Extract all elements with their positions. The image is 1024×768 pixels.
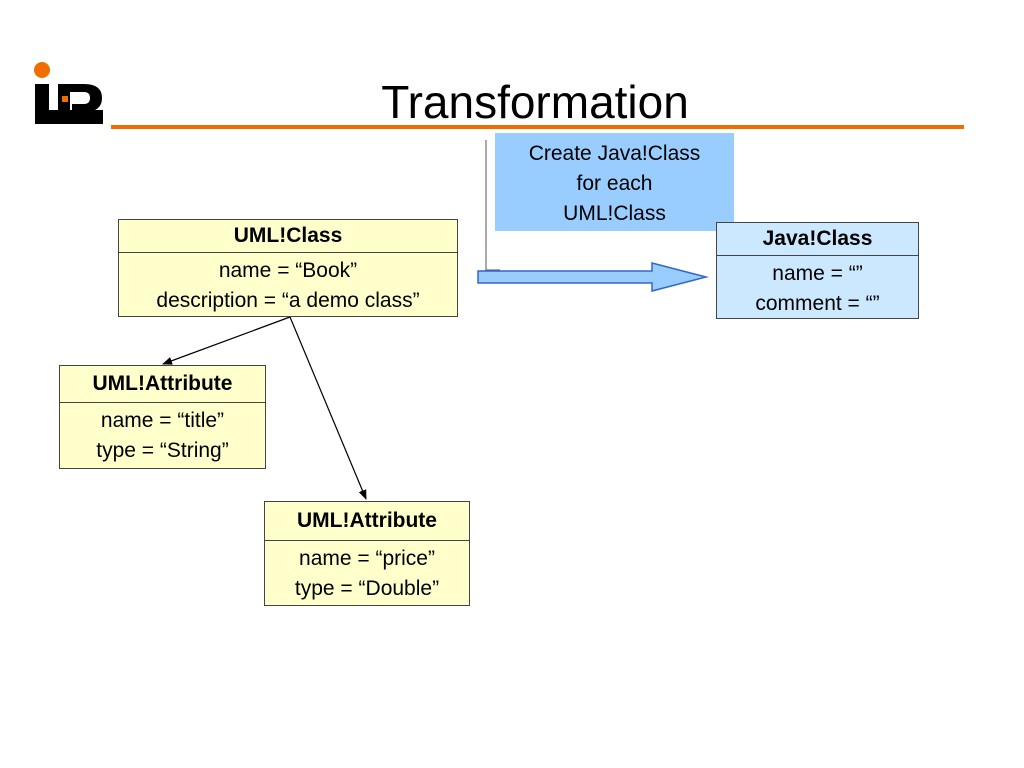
association-line-price (289, 316, 367, 500)
slide-title: Transformation (381, 76, 689, 128)
box-attribute-line: type = “Double” (294, 577, 440, 600)
note-line: Create Java!Class (528, 142, 701, 165)
box-attribute-line: name = “Book” (218, 259, 358, 282)
box-header: UML!Attribute (265, 502, 469, 541)
box-header: UML!Class (119, 220, 457, 253)
transformation-arrow (477, 262, 709, 292)
box-attribute-line: type = “String” (96, 439, 229, 462)
java-class-box: Java!Class name = “” comment = “” (716, 222, 919, 319)
note-line: UML!Class (563, 202, 666, 225)
box-attribute-line: comment = “” (755, 292, 880, 315)
note-line: for each (576, 172, 653, 195)
note-bracket-line (485, 140, 500, 271)
box-header: UML!Attribute (60, 366, 265, 403)
uml-attribute-title-box: UML!Attribute name = “title” type = “Str… (59, 365, 266, 469)
ipe-logo-icon (32, 60, 108, 140)
uml-class-box: UML!Class name = “Book” description = “a… (118, 219, 458, 317)
transformation-note: Create Java!Class for each UML!Class (495, 133, 734, 231)
title-divider (111, 125, 964, 129)
box-attribute-line: description = “a demo class” (156, 289, 420, 312)
box-attribute-line: name = “” (772, 262, 863, 285)
box-attribute-line: name = “price” (299, 547, 435, 570)
box-header: Java!Class (717, 223, 918, 256)
association-line-title (162, 316, 291, 365)
uml-attribute-price-box: UML!Attribute name = “price” type = “Dou… (264, 501, 470, 606)
box-attribute-line: name = “title” (100, 409, 225, 432)
